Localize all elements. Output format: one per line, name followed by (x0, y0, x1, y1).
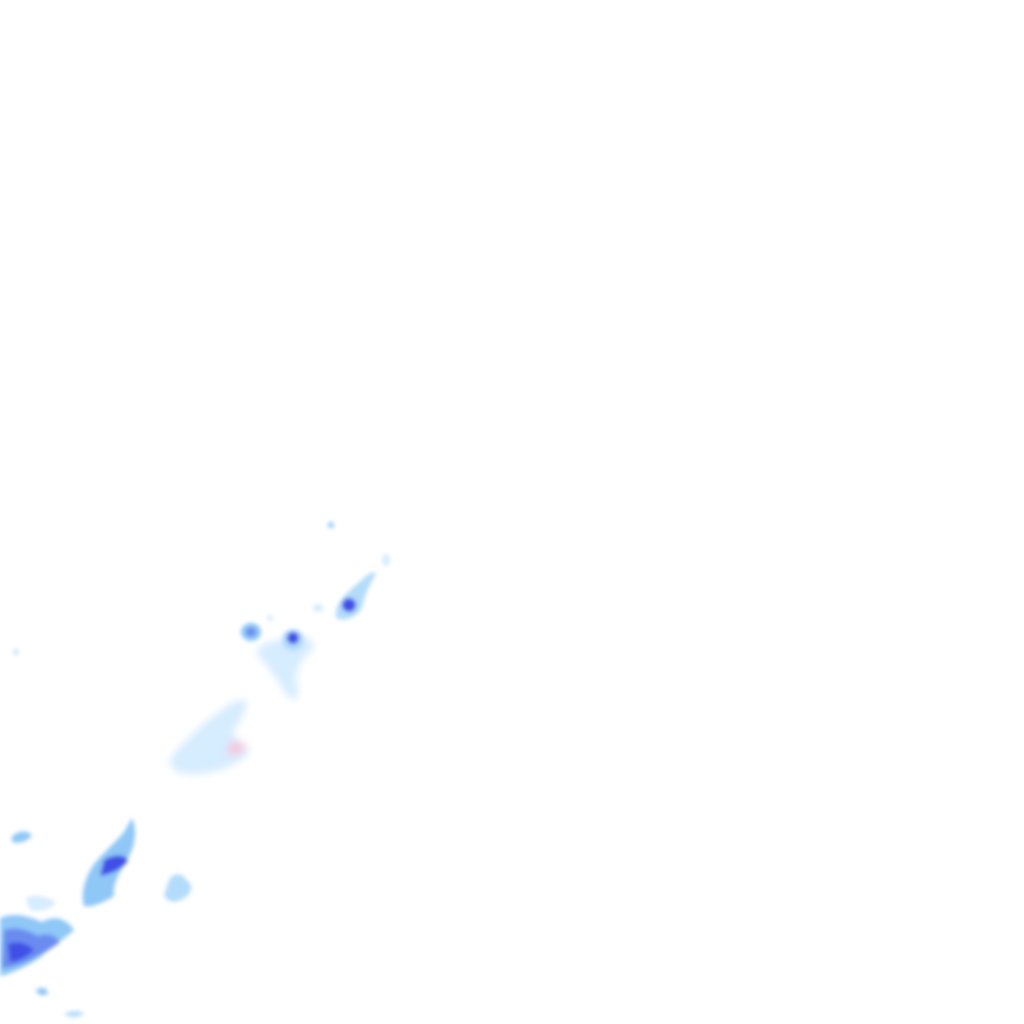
streak-pink-shape (228, 741, 246, 756)
cellB-core-shape (287, 632, 299, 644)
cellC-dot2-shape (328, 522, 334, 528)
echo-bottom-left-band (12, 818, 135, 907)
cellC-dot1-shape (382, 554, 390, 566)
cellC-core-shape (342, 598, 356, 612)
lc-dots2-shape (64, 1011, 84, 1017)
echo-cell-c (14, 522, 390, 655)
cellC-dot5-shape (14, 649, 18, 655)
echo-cell-b (282, 629, 304, 651)
lc-patch-shape (164, 874, 192, 902)
cellC-outer-shape (336, 572, 376, 620)
bl-small-shape (26, 895, 56, 911)
band-core-shape (100, 855, 128, 876)
cellC-dot3-shape (313, 604, 323, 612)
echo-bottom-left-large (0, 895, 74, 976)
band-small-shape (12, 831, 32, 843)
echo-lower-center-patch (36, 874, 192, 1017)
echo-center-streak (170, 637, 314, 775)
cellA-core-shape (246, 627, 256, 637)
cellC-dot4-shape (267, 615, 273, 621)
bl-core-shape (8, 942, 34, 962)
streak-main-shape (170, 699, 250, 775)
echo-cell-a (241, 623, 261, 641)
lc-dots1-shape (36, 987, 48, 996)
streak-upper-shape (258, 637, 314, 700)
